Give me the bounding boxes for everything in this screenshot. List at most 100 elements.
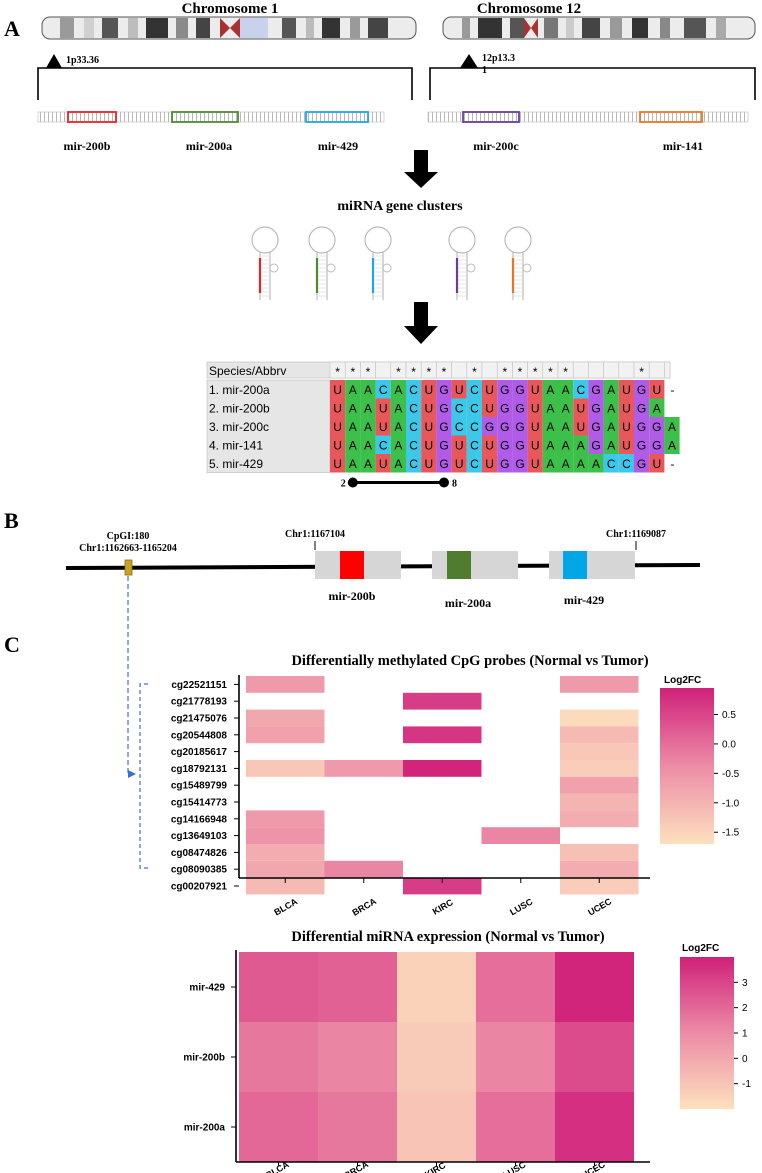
nucleotide-cell	[573, 380, 589, 399]
conservation-star: *	[563, 365, 568, 379]
nucleotide: C	[409, 402, 418, 416]
nucleotide-cell	[436, 380, 452, 399]
nucleotide-cell	[649, 417, 665, 436]
nucleotide: C	[455, 420, 464, 434]
nucleotide: G	[637, 402, 646, 416]
expression-cell	[397, 952, 476, 1022]
nucleotide: G	[637, 383, 646, 397]
nucleotide: G	[515, 439, 524, 453]
nucleotide-cell	[512, 398, 528, 417]
nucleotide-cell	[634, 454, 650, 473]
nucleotide: A	[546, 402, 554, 416]
nucleotide-cell	[421, 380, 437, 399]
nucleotide-cell	[588, 435, 604, 454]
nucleotide: G	[637, 457, 646, 471]
nucleotide-cell	[558, 454, 574, 473]
nucleotide: U	[379, 420, 388, 434]
band-marker-icon-2	[460, 54, 478, 68]
alignment-header: Species/Abbrv	[209, 364, 286, 378]
probe-label: cg08474826	[171, 848, 228, 859]
nucleotide-cell	[466, 435, 482, 454]
mirna-label: mir-429	[189, 983, 225, 994]
expression-cell	[239, 952, 318, 1022]
nucleotide-cell	[527, 398, 543, 417]
nucleotide: G	[485, 420, 494, 434]
nucleotide: G	[637, 439, 646, 453]
nucleotide-cell	[664, 417, 680, 436]
mir-200c-label: mir-200c	[473, 139, 519, 153]
nucleotide: A	[668, 439, 676, 453]
methylation-cell	[403, 877, 482, 895]
mirna-label: mir-200b	[183, 1053, 225, 1064]
nucleotide-cell	[512, 435, 528, 454]
nucleotide-cell	[542, 380, 558, 399]
alignment-row-label: 4. mir-141	[209, 439, 263, 453]
nucleotide-cell	[375, 380, 391, 399]
nucleotide: U	[531, 420, 540, 434]
nucleotide: U	[379, 457, 388, 471]
nucleotide-cell	[421, 454, 437, 473]
nucleotide-cell	[360, 435, 376, 454]
nucleotide: A	[562, 457, 570, 471]
nucleotide: A	[349, 439, 357, 453]
conservation-star: *	[502, 365, 507, 379]
nucleotide: G	[500, 439, 509, 453]
nucleotide: A	[349, 457, 357, 471]
nucleotide: A	[546, 420, 554, 434]
nucleotide-cell	[634, 380, 650, 399]
nucleotide: A	[607, 439, 615, 453]
nucleotide: U	[652, 383, 661, 397]
nucleotide-cell	[345, 454, 361, 473]
conservation-star: *	[366, 365, 371, 379]
nucleotide-cell	[618, 398, 634, 417]
nucleotide-cell	[588, 454, 604, 473]
nucleotide-cell	[330, 417, 346, 436]
nucleotide: A	[562, 439, 570, 453]
nucleotide: U	[531, 383, 540, 397]
gene-label-200b: mir-200b	[329, 589, 376, 603]
nucleotide-cell	[512, 417, 528, 436]
conservation-star: *	[396, 365, 401, 379]
nucleotide-cell	[664, 435, 680, 454]
nucleotide: C	[409, 383, 418, 397]
nucleotide: C	[379, 439, 388, 453]
nucleotide: A	[394, 439, 402, 453]
nucleotide: G	[500, 457, 509, 471]
mir-200b-box	[340, 551, 364, 579]
nucleotide-cell	[436, 417, 452, 436]
nucleotide: G	[500, 402, 509, 416]
nucleotide-cell	[634, 417, 650, 436]
nucleotide-cell	[573, 398, 589, 417]
expression-cell	[397, 1092, 476, 1162]
exon-429	[549, 551, 635, 579]
nucleotide-cell	[497, 417, 513, 436]
nucleotide-cell	[330, 398, 346, 417]
probe-label: cg08090385	[171, 865, 228, 876]
nucleotide-cell	[649, 398, 665, 417]
nucleotide: G	[439, 402, 448, 416]
nucleotide-cell	[573, 435, 589, 454]
probe-label: cg21475076	[171, 714, 228, 725]
hairpin-mir-200b	[251, 226, 279, 300]
probe-label: cg14166948	[171, 814, 228, 825]
nucleotide: G	[591, 402, 600, 416]
alignment-row-label: 3. mir-200c	[209, 420, 269, 434]
methylation-cell	[403, 726, 482, 744]
methylation-cell	[560, 844, 639, 861]
nucleotide: A	[668, 420, 676, 434]
methylation-cell	[246, 860, 325, 878]
nucleotide: U	[455, 383, 464, 397]
chromosome-1-title: Chromosome 1	[182, 1, 279, 17]
nucleotide-cell	[466, 454, 482, 473]
nucleotide-cell	[618, 417, 634, 436]
gene-structure: CpGI:180 Chr1:1162663-1165204 Chr1:11671…	[65, 529, 701, 778]
nucleotide-cell	[618, 380, 634, 399]
chromosome-12: Chromosome 12 12p13.3 1	[429, 1, 756, 100]
hairpin-group	[251, 226, 532, 300]
nucleotide: U	[576, 402, 585, 416]
right-coord: Chr1:1169087	[606, 529, 666, 540]
nucleotide-cell	[390, 435, 406, 454]
nucleotide-cell	[421, 435, 437, 454]
panel-a-letter: A	[4, 16, 20, 41]
